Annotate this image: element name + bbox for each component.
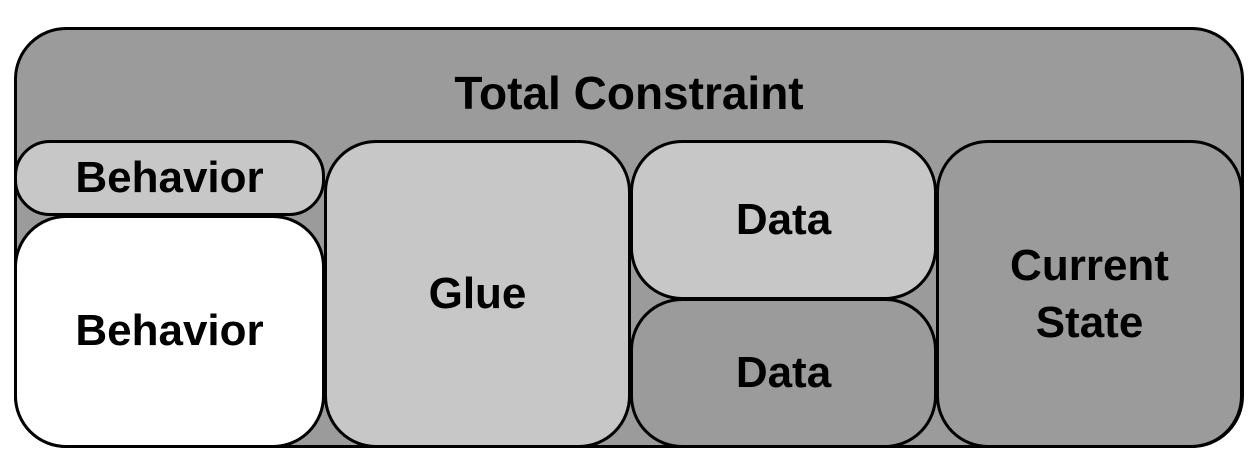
glue-label: Glue [428,268,527,318]
behavior-small-label: Behavior [75,152,264,202]
current-state-label: Current State [1010,240,1169,347]
behavior-large-label: Behavior [75,306,264,356]
data-top-label: Data [735,194,832,244]
behavior-small-box: Behavior [14,140,325,216]
data-bottom-label: Data [735,347,832,397]
current-state-box: Current State [936,140,1243,448]
behavior-large-box: Behavior [14,215,325,448]
data-top-box: Data [630,140,937,300]
glue-box: Glue [324,140,631,448]
total-constraint-label: Total Constraint [454,67,804,119]
data-bottom-box: Data [630,298,937,448]
